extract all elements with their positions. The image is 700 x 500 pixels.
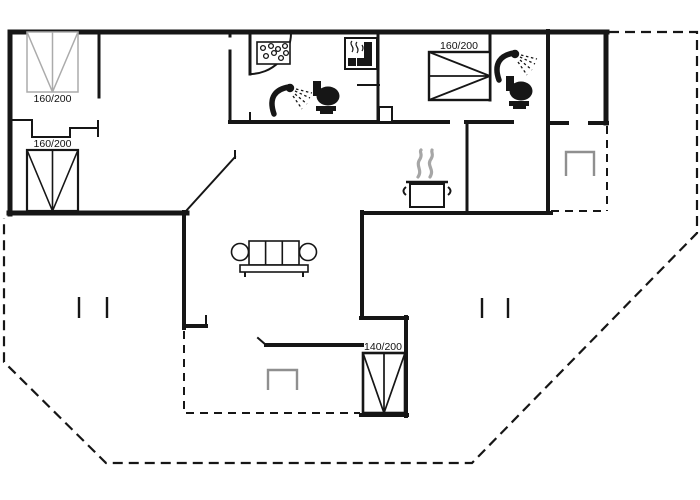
wall-details <box>9 84 393 347</box>
duct-niche <box>378 106 393 123</box>
cooking-pot-icon <box>402 148 452 208</box>
covered-terrace-dashed <box>551 126 608 212</box>
sauna-icon <box>344 37 378 70</box>
wall-wardrobe-niche <box>9 119 99 138</box>
terrace-grill-icon <box>266 368 299 390</box>
bed-top-left <box>26 31 79 93</box>
bed-top-left-label: 160/200 <box>34 93 72 105</box>
terrace-recess-dashed <box>183 331 360 414</box>
bed-top-right <box>427 50 492 102</box>
bed-bottom-label: 140/200 <box>364 341 402 353</box>
bed-top-right-label: 160/200 <box>440 40 478 52</box>
toilet-icon <box>313 81 340 114</box>
bed-left-label: 160/200 <box>34 138 72 150</box>
whirlpool-icon <box>256 41 291 65</box>
terrace-outline-dashed <box>2 30 699 465</box>
exterior-walls <box>6 29 610 217</box>
bed-left <box>25 148 80 213</box>
door-tick-south <box>256 336 268 347</box>
terrace-grill-icon-2 <box>564 150 596 176</box>
wall-hall-diagonal <box>184 150 237 213</box>
sofa-icon <box>230 240 318 277</box>
toilet-icon-2 <box>506 76 533 109</box>
bed-bottom <box>361 351 407 415</box>
terrace-step-ticks <box>77 297 510 318</box>
